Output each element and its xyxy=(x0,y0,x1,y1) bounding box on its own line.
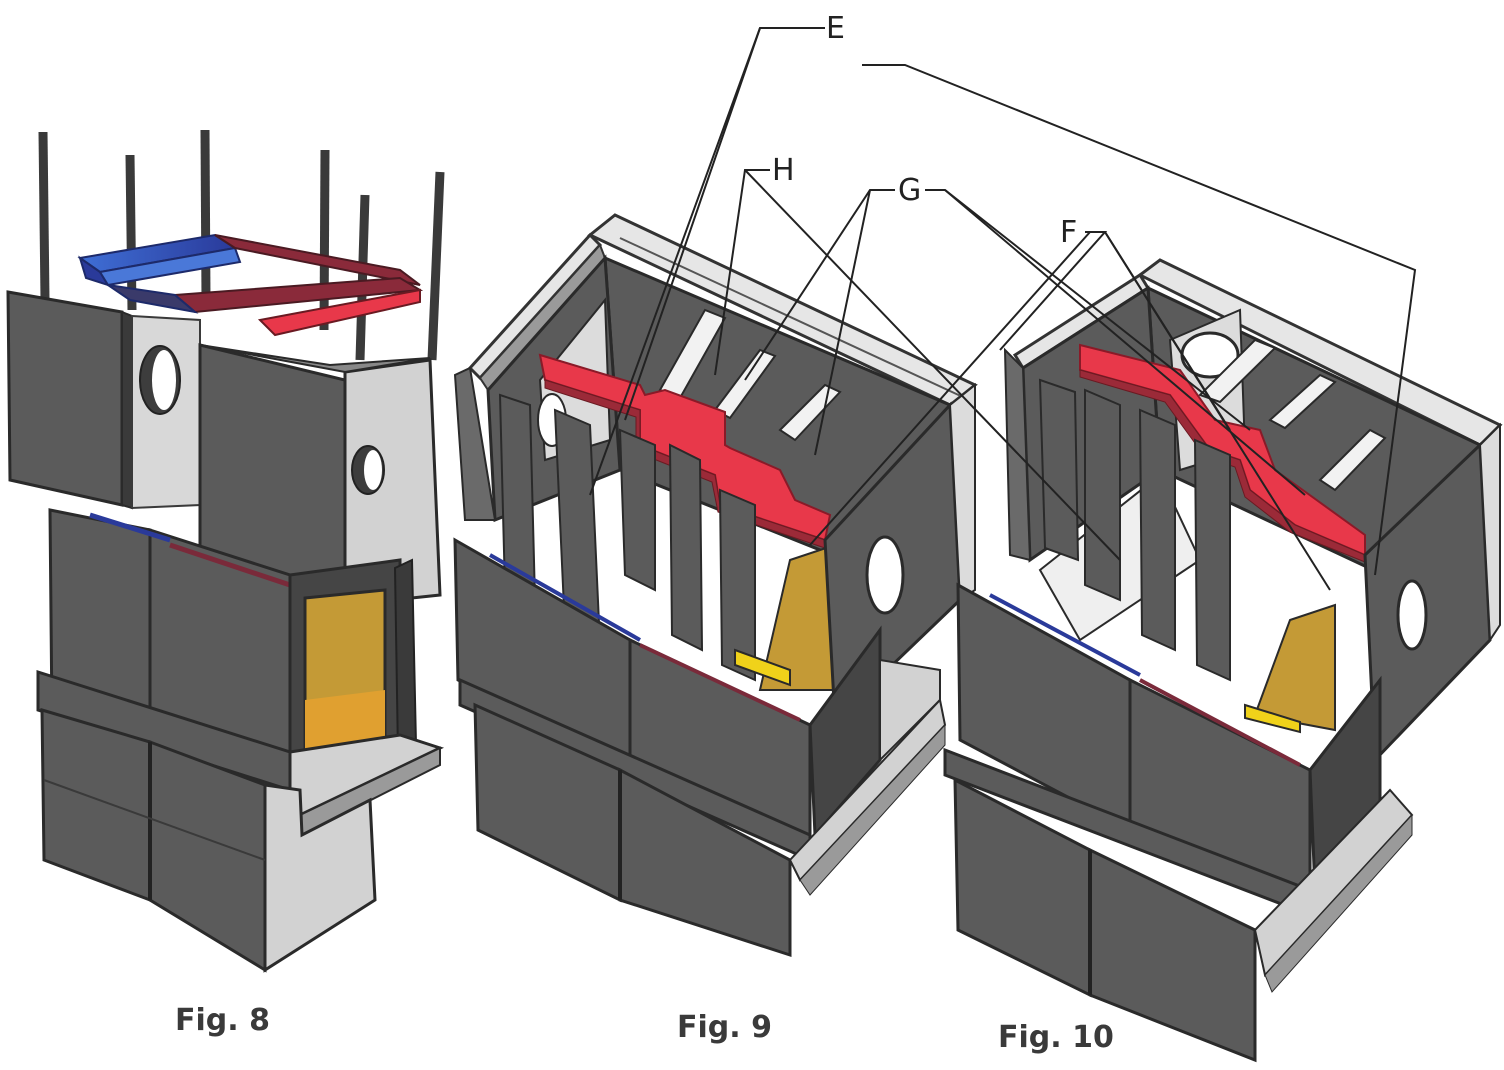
fig10-top-frame xyxy=(1012,258,1503,447)
fig8-lower-block xyxy=(36,669,445,973)
leader-e-3 xyxy=(862,64,1417,576)
caption-fig-10: Fig. 10 xyxy=(998,1020,1114,1055)
leader-g-2 xyxy=(814,189,871,456)
fig9-lower-block xyxy=(458,677,947,958)
figure-8 xyxy=(6,129,445,973)
fig8-rod-1 xyxy=(38,131,50,301)
fig9-baffle-slots xyxy=(658,308,842,442)
fig8-upper-left-panel xyxy=(6,290,133,510)
fig8-upper-chamber xyxy=(131,314,442,607)
fig9-top-frame xyxy=(467,213,978,407)
figure-10 xyxy=(943,258,1503,1063)
fig8-rod-3 xyxy=(200,129,211,301)
fig8-upper-side-panel xyxy=(343,358,442,607)
fig8-rod-5 xyxy=(355,194,370,361)
fig8-rod-6 xyxy=(427,171,445,361)
fig10-lower-block xyxy=(943,747,1414,1063)
fig10-baffle-slots xyxy=(1198,338,1387,492)
leader-h-2 xyxy=(744,169,1121,561)
fig8-frame-red-right xyxy=(214,234,421,286)
caption-fig-9: Fig. 9 xyxy=(677,1010,772,1045)
fig8-rod-2 xyxy=(125,154,137,311)
fig10-firebox xyxy=(1244,603,1336,734)
caption-fig-8: Fig. 8 xyxy=(175,1003,270,1038)
fig10-separator-plates xyxy=(1038,378,1231,682)
fig8-rod-4 xyxy=(319,149,330,331)
fig9-slot-3 xyxy=(778,383,842,442)
fig8-door-hinge xyxy=(393,558,418,757)
fig10-slot-2 xyxy=(1268,373,1337,430)
fig9-firebox xyxy=(734,543,836,691)
leader-lines xyxy=(589,27,1417,591)
label-e: E xyxy=(826,11,845,46)
leader-g-4 xyxy=(944,189,1306,496)
fig10-slot-3 xyxy=(1318,428,1387,492)
label-g: G xyxy=(898,173,921,208)
leader-e-2 xyxy=(589,27,761,496)
fig8-rods xyxy=(38,129,445,361)
figure-9 xyxy=(453,213,978,958)
fig10-slot-1 xyxy=(1198,338,1277,404)
reference-letters: E H G F xyxy=(772,11,1077,250)
leader-f-4 xyxy=(809,231,1091,546)
label-f: F xyxy=(1060,215,1077,250)
fig8-top-frame xyxy=(77,233,424,337)
fig10-outer-panels xyxy=(1003,347,1501,764)
fig9-separator-plates xyxy=(498,393,756,682)
leader-f-3 xyxy=(1104,231,1331,591)
label-h: H xyxy=(772,153,795,188)
